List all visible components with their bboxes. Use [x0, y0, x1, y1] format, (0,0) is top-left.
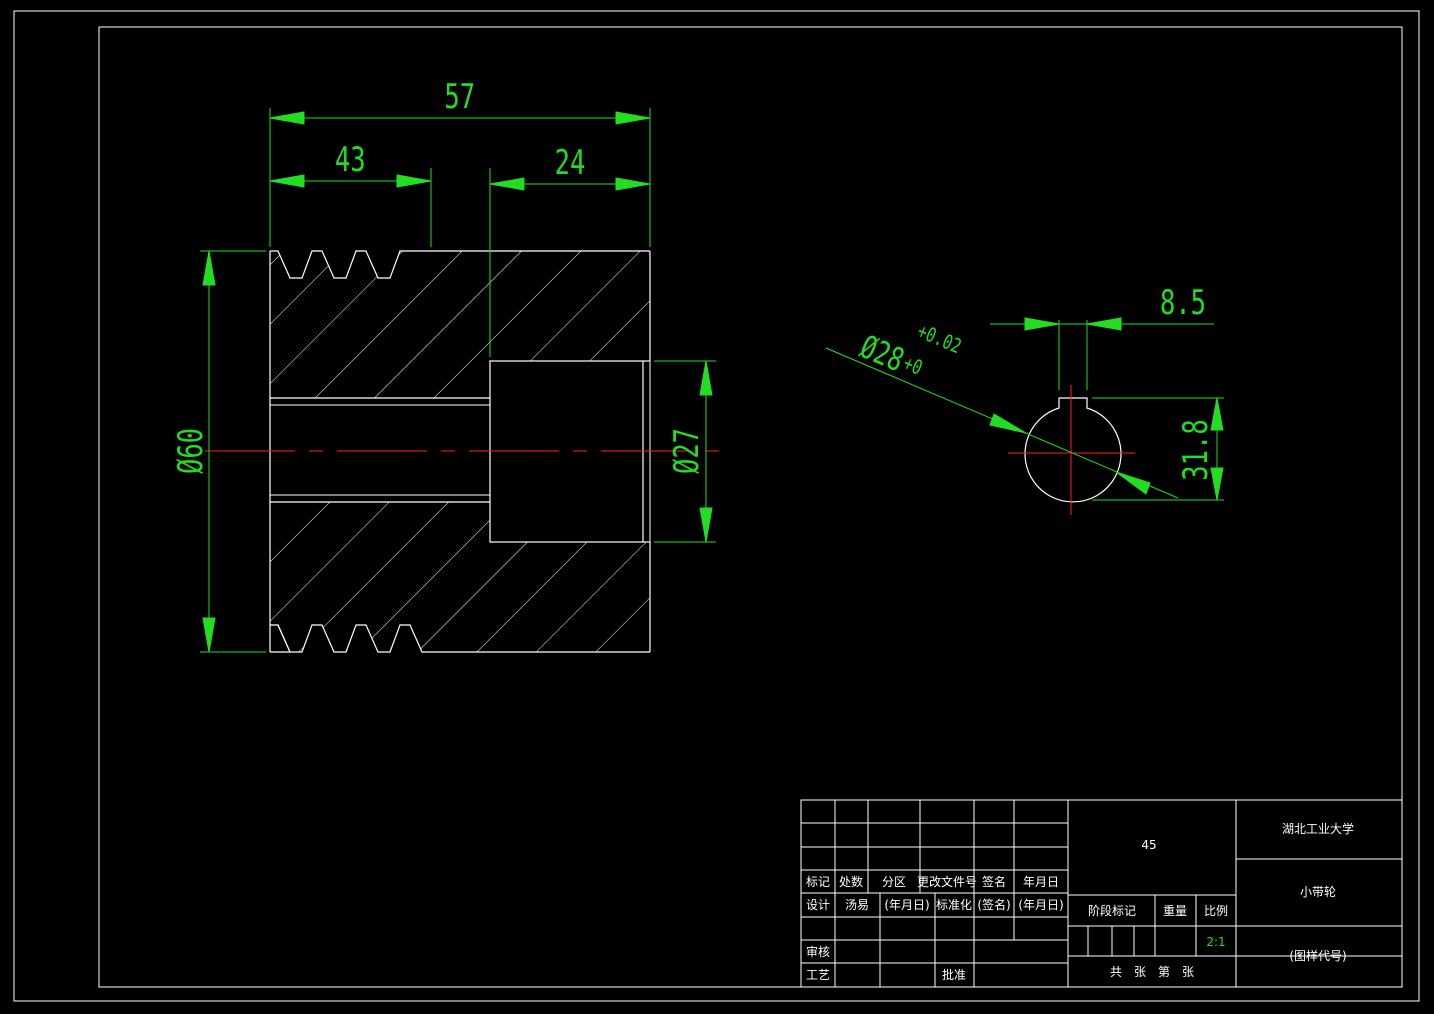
pulley-top-outline	[270, 250, 650, 279]
dim-keyway-depth: 31.8	[1176, 419, 1216, 480]
dim-tolerance-upper: +0.02	[914, 320, 964, 358]
tb-designer-name: 汤易	[845, 898, 869, 912]
pulley-section-view	[205, 250, 720, 653]
dim-keyway-width: 8.5	[1160, 283, 1206, 323]
dim-groove-length: 43	[335, 140, 366, 180]
tb-sheets: 共 张 第 张	[1110, 965, 1194, 979]
tb-drawing-code: (图样代号)	[1289, 948, 1346, 963]
end-view-dimensions	[825, 317, 1224, 501]
tb-std-signature: (签名)	[977, 897, 1010, 912]
tb-weight: 重量	[1163, 904, 1187, 918]
dim-overall-length: 57	[444, 77, 475, 117]
tb-header-change-doc: 更改文件号	[917, 874, 977, 889]
dim-hub-length: 24	[555, 143, 586, 183]
tb-review-label: 审核	[806, 944, 830, 959]
section-dimensions	[200, 108, 716, 653]
tb-header-zone: 分区	[882, 875, 906, 889]
sheet-border-outer	[13, 10, 1420, 1002]
tb-std-date: (年月日)	[1018, 898, 1063, 912]
tb-header-signature: 签名	[982, 874, 1006, 889]
tb-part-name: 小带轮	[1300, 885, 1336, 899]
dim-outer-diameter: Ø60	[171, 428, 211, 474]
title-block-text: 标记 处数 分区 更改文件号 签名 年月日 设计 汤易 (年月日) 标准化 (签…	[806, 821, 1354, 982]
end-view	[1008, 385, 1135, 515]
title-block	[800, 799, 1403, 988]
tb-header-mark: 标记	[806, 875, 830, 889]
tb-scale-value: 2:1	[1206, 935, 1225, 949]
tb-process-label: 工艺	[806, 968, 830, 982]
tb-scale-label: 比例	[1204, 904, 1228, 918]
tb-material: 45	[1141, 838, 1156, 852]
sheet-border-inner	[98, 26, 1403, 988]
tb-approve-label: 批准	[942, 967, 966, 982]
tb-stage-mark: 阶段标记	[1088, 903, 1136, 918]
dim-bore-diameter: Ø27	[667, 428, 707, 474]
tb-design-label: 设计	[806, 898, 830, 912]
tb-standardization-label: 标准化	[936, 898, 972, 912]
tb-design-date: (年月日)	[884, 898, 929, 912]
tb-company: 湖北工业大学	[1282, 821, 1354, 836]
tb-header-count: 处数	[839, 874, 863, 889]
keyway-hole	[1024, 397, 1122, 503]
tb-header-date: 年月日	[1023, 875, 1059, 889]
